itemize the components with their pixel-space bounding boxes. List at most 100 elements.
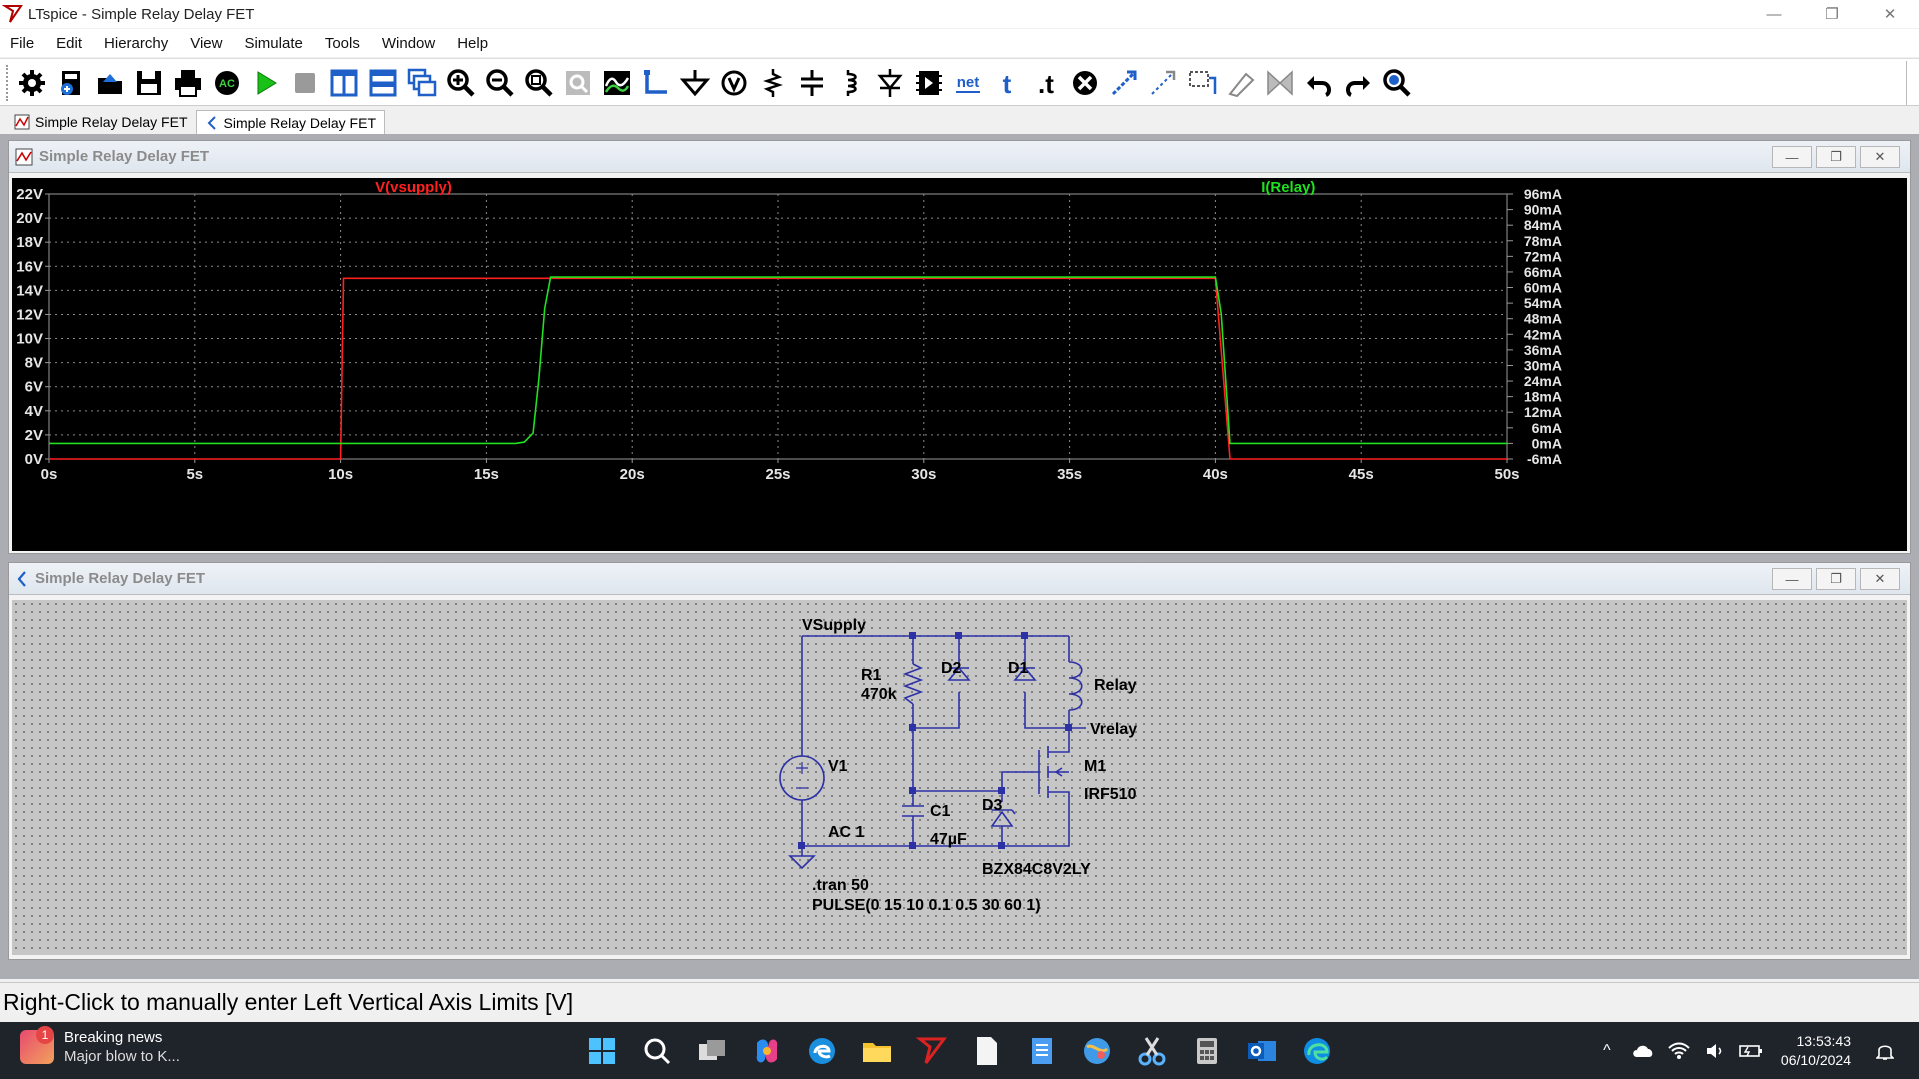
y-left-tick-label: 2V — [25, 427, 43, 444]
search-icon[interactable] — [638, 1032, 676, 1070]
plot-close-button[interactable]: ✕ — [1860, 146, 1900, 168]
undo-icon[interactable] — [1303, 67, 1335, 99]
outlook-icon[interactable] — [1243, 1032, 1281, 1070]
net-label-icon[interactable]: net — [952, 67, 984, 99]
notepad-icon[interactable] — [968, 1032, 1006, 1070]
status-bar: Right-Click to manually enter Left Verti… — [0, 982, 1919, 1022]
schematic-close-button[interactable]: ✕ — [1860, 568, 1900, 590]
ac-analysis-icon[interactable]: AC — [211, 67, 243, 99]
y-right-tick-label: 30mA — [1524, 357, 1562, 373]
label-relay: Relay — [1094, 677, 1137, 694]
redo-icon[interactable] — [1342, 67, 1374, 99]
notification-bell-icon[interactable] — [1871, 1037, 1899, 1065]
menu-help[interactable]: Help — [457, 34, 489, 52]
calculator-icon[interactable] — [1188, 1032, 1226, 1070]
schematic-restore-button[interactable]: ❐ — [1816, 568, 1856, 590]
rotate-icon[interactable] — [1225, 67, 1257, 99]
restore-button[interactable]: ❐ — [1825, 6, 1839, 23]
label-c1: C1 — [930, 803, 951, 820]
cascade-icon[interactable] — [406, 67, 438, 99]
new-schematic-icon[interactable] — [55, 67, 87, 99]
toolbar: AC net t .t — [0, 58, 1919, 106]
spice-directive-pulse[interactable]: PULSE(0 15 10 0.1 0.5 30 60 1) — [812, 897, 1041, 914]
component-icon[interactable] — [913, 67, 945, 99]
schematic-canvas[interactable]: VSupply R1 470k D2 D1 Relay Vrelay V1 AC… — [12, 600, 1907, 955]
circuit-schematic[interactable]: VSupply R1 470k D2 D1 Relay Vrelay V1 AC… — [12, 600, 1907, 955]
plot-window-title: Simple Relay Delay FET — [39, 148, 210, 165]
label-d2: D2 — [941, 660, 962, 677]
mirror-icon[interactable] — [1186, 67, 1218, 99]
diode-icon[interactable] — [874, 67, 906, 99]
plot-restore-button[interactable]: ❐ — [1816, 146, 1856, 168]
capacitor-icon[interactable] — [796, 67, 828, 99]
menu-edit[interactable]: Edit — [56, 34, 83, 52]
tab-schematic[interactable]: Simple Relay Delay FET — [195, 110, 385, 134]
tab-waveform[interactable]: Simple Relay Delay FET — [6, 110, 196, 134]
menu-file[interactable]: File — [10, 34, 35, 52]
run-icon[interactable] — [250, 67, 282, 99]
wire-icon[interactable] — [640, 67, 672, 99]
menu-view[interactable]: View — [190, 34, 223, 52]
menu-simulate[interactable]: Simulate — [244, 34, 303, 52]
zoom-back-icon[interactable] — [562, 67, 594, 99]
halt-icon[interactable] — [289, 67, 321, 99]
menu-tools[interactable]: Tools — [324, 34, 360, 52]
clock-time: 13:53:43 — [1796, 1032, 1852, 1049]
file-explorer-icon[interactable] — [858, 1032, 896, 1070]
autorange-icon[interactable] — [601, 67, 633, 99]
voltmeter-icon[interactable] — [718, 67, 750, 99]
ltspice-icon[interactable] — [913, 1032, 951, 1070]
cloud-icon[interactable] — [1629, 1037, 1657, 1065]
chevron-up-icon[interactable]: ^ — [1603, 1041, 1611, 1059]
task-view-icon[interactable] — [693, 1032, 731, 1070]
spice-directive-tran[interactable]: .tran 50 — [812, 877, 869, 894]
toolbar-grip[interactable] — [6, 65, 10, 101]
minimize-button[interactable]: — — [1766, 5, 1782, 23]
save-icon[interactable] — [133, 67, 165, 99]
drag-icon[interactable] — [1147, 67, 1179, 99]
y-right-tick-label: 0mA — [1532, 435, 1562, 451]
tile-horizontal-icon[interactable] — [367, 67, 399, 99]
find-icon[interactable] — [1381, 67, 1413, 99]
start-icon[interactable] — [583, 1032, 621, 1070]
zoom-in-icon[interactable] — [445, 67, 477, 99]
spice-directive-icon[interactable]: .t — [1030, 67, 1062, 99]
menu-window[interactable]: Window — [381, 34, 436, 52]
zoom-fit-icon[interactable] — [523, 67, 555, 99]
inductor-icon[interactable] — [835, 67, 867, 99]
copilot-icon[interactable] — [748, 1032, 786, 1070]
delete-icon[interactable] — [1069, 67, 1101, 99]
disabled-icon[interactable] — [1264, 67, 1296, 99]
move-icon[interactable] — [1108, 67, 1140, 99]
text-icon[interactable]: t — [991, 67, 1023, 99]
resistor-icon[interactable] — [757, 67, 789, 99]
menu-hierarchy[interactable]: Hierarchy — [104, 34, 169, 52]
snipping-tool-icon[interactable] — [1133, 1032, 1171, 1070]
waveform-icon — [15, 148, 33, 165]
settings-icon[interactable] — [16, 67, 48, 99]
edge-legacy-icon[interactable] — [803, 1032, 841, 1070]
print-icon[interactable] — [172, 67, 204, 99]
y-right-tick-label: 78mA — [1524, 233, 1562, 249]
edge-icon[interactable] — [1298, 1032, 1336, 1070]
schematic-window-titlebar[interactable]: Simple Relay Delay FET — ❐ ✕ — [9, 563, 1910, 595]
ground-icon[interactable] — [679, 67, 711, 99]
volume-icon[interactable] — [1701, 1037, 1729, 1065]
browser-icon[interactable] — [1078, 1032, 1116, 1070]
notes-icon[interactable] — [1023, 1032, 1061, 1070]
close-button[interactable]: ✕ — [1883, 6, 1897, 23]
clock[interactable]: 13:53:43 06/10/2024 — [1781, 1032, 1851, 1070]
plot-window-titlebar[interactable]: Simple Relay Delay FET — ❐ ✕ — [9, 141, 1910, 173]
open-icon[interactable] — [94, 67, 126, 99]
plot-minimize-button[interactable]: — — [1772, 146, 1812, 168]
tile-vertical-icon[interactable] — [328, 67, 360, 99]
news-widget[interactable]: 1 Breaking news Major blow to K... — [20, 1026, 180, 1066]
wifi-icon[interactable] — [1665, 1037, 1693, 1065]
y-left-tick-label: 20V — [16, 210, 43, 227]
battery-icon[interactable] — [1737, 1037, 1765, 1065]
y-right-tick-label: 96mA — [1524, 186, 1562, 202]
zoom-out-icon[interactable] — [484, 67, 516, 99]
schematic-minimize-button[interactable]: — — [1772, 568, 1812, 590]
